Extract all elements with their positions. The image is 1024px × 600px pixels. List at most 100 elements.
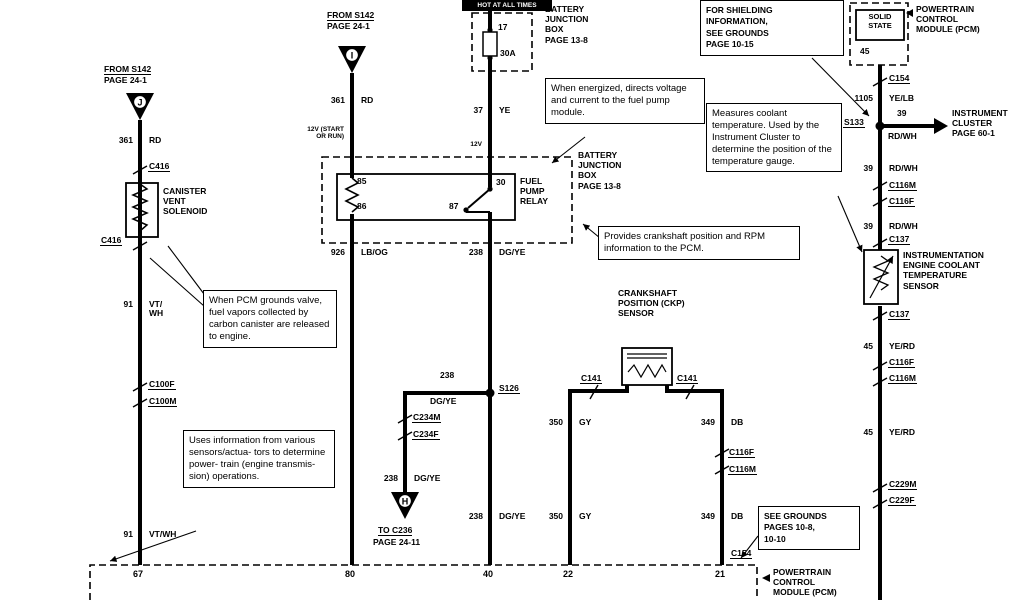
- pcm-bottom-enclosure: [89, 564, 758, 600]
- fuse-pin-label: 17: [498, 22, 508, 32]
- connector-c229m: C229M: [888, 479, 918, 491]
- ckp-internals: [627, 353, 667, 379]
- solid-state-box: [855, 9, 905, 41]
- fuse-symbol: [482, 27, 498, 61]
- pcm-top-pointer-icon: [906, 9, 913, 17]
- wire-color: RD: [149, 135, 162, 145]
- callout-energized: When energized, directs voltage and curr…: [545, 78, 705, 124]
- wire-color: DG/YE: [414, 473, 441, 483]
- connector-c100m: C100M: [148, 396, 178, 408]
- wire-39-ic-num: 39: [897, 108, 907, 118]
- relay-pin-86-label: 86: [357, 201, 367, 211]
- connector-c154-bottom: C154: [730, 548, 753, 560]
- pcm-top-label: POWERTRAIN CONTROL MODULE (PCM): [916, 4, 980, 35]
- ckp-sensor-box: [621, 347, 673, 386]
- callout-see-grounds: SEE GROUNDS PAGES 10-8, 10-10: [758, 506, 860, 551]
- wire-num: 238: [468, 511, 483, 521]
- splice-s126-dot: [485, 388, 495, 398]
- pcm-pin-45: 45: [860, 46, 870, 56]
- relay-pin-30-label: 30: [496, 177, 506, 187]
- from-s142-left-line1: FROM S142: [104, 64, 152, 76]
- connector-c116m-right: C116M: [888, 180, 917, 192]
- fuel-pump-relay-box: [336, 173, 516, 221]
- wire-num: 238: [468, 247, 483, 257]
- 12v-label: 12V: [470, 141, 482, 148]
- battery-junction-box-relay-label: BATTERY JUNCTION BOX PAGE 13-8: [578, 150, 622, 191]
- fuse-amps-label: 30A: [500, 48, 516, 58]
- wire-color: DG/YE: [499, 511, 526, 521]
- pcm-top-enclosure: [849, 2, 909, 66]
- wire-num: 349: [700, 417, 715, 427]
- relay-pin-85-label: 85: [357, 176, 367, 186]
- wire-color: RD/WH: [889, 163, 918, 173]
- from-s142-mid-line2: PAGE 24-1: [327, 21, 370, 31]
- battery-junction-box-top-label: BATTERY JUNCTION BOX PAGE 13-8: [545, 4, 589, 45]
- connector-c234f: C234F: [412, 429, 440, 441]
- callout-ckp-info: Provides crankshaft position and RPM inf…: [598, 226, 800, 260]
- solenoid-coil: [131, 183, 149, 232]
- relay-pin-87-label: 87: [449, 201, 459, 211]
- solid-state-label: SOLID STATE: [868, 12, 892, 31]
- to-c236-line2: PAGE 24-11: [373, 537, 421, 547]
- wire-num: 45: [863, 427, 873, 437]
- instrument-cluster-arrow-icon: [934, 118, 948, 134]
- relay-internals: [344, 177, 493, 213]
- connector-c116m-ckp: C116M: [728, 464, 757, 476]
- wire-color: RD: [361, 95, 374, 105]
- wire-color: YE: [499, 105, 511, 115]
- callout-pcm-grounds: When PCM grounds valve, fuel vapors coll…: [203, 290, 337, 348]
- wire-color: DB: [731, 417, 744, 427]
- connector-c416-top: C416: [148, 161, 171, 173]
- wire-num: 350: [548, 511, 563, 521]
- page-arrows: J I H: [126, 9, 948, 582]
- pcm-pin-22: 22: [562, 569, 574, 579]
- wire-color: YE/LB: [889, 93, 915, 103]
- relay-enclosure: [321, 156, 573, 244]
- wire-num: 39: [863, 163, 873, 173]
- pcm-pin-67: 67: [132, 569, 144, 579]
- connector-c116f-ckp: C116F: [728, 447, 756, 459]
- pcm-bottom-label: POWERTRAIN CONTROL MODULE (PCM): [773, 567, 837, 598]
- pcm-pin-40: 40: [482, 569, 494, 579]
- connector-c116f-right2: C116F: [888, 357, 916, 369]
- from-s142-left-line2: PAGE 24-1: [104, 75, 147, 85]
- wire-color: VT/ WH: [149, 299, 164, 319]
- thermistor-symbol: [869, 255, 894, 299]
- pcm-bottom-pointer-icon: [762, 574, 770, 582]
- wire-num: 361: [330, 95, 345, 105]
- wire-color: GY: [579, 417, 592, 427]
- wire-color: DG/YE: [499, 247, 526, 257]
- component-boxes: [125, 9, 905, 386]
- canister-vent-solenoid-label: CANISTER VENT SOLENOID: [163, 186, 208, 217]
- instrument-cluster-label: INSTRUMENT CLUSTER PAGE 60-1: [952, 108, 1008, 139]
- canister-vent-solenoid-box: [125, 182, 159, 238]
- connector-c116m-right2: C116M: [888, 373, 917, 385]
- connector-c137-bottom: C137: [888, 309, 911, 321]
- connector-c116f-right: C116F: [888, 196, 916, 208]
- connector-c137-top: C137: [888, 234, 911, 246]
- arrow-i-letter: I: [351, 51, 354, 61]
- coolant-sensor-label: INSTRUMENTATION ENGINE COOLANT TEMPERATU…: [903, 250, 984, 291]
- wire-color: RD/WH: [889, 221, 918, 231]
- wire-num: 238: [383, 473, 398, 483]
- connector-c229f: C229F: [888, 495, 916, 507]
- wire-num: 45: [863, 341, 873, 351]
- wire-color: GY: [579, 511, 592, 521]
- wire-238-branch-color: DG/YE: [430, 396, 457, 406]
- wire-color: DB: [731, 511, 744, 521]
- from-s142-mid-line1: FROM S142: [327, 10, 375, 22]
- connector-c141-right: C141: [676, 373, 699, 385]
- 12v-start-or-run-label: 12V (START OR RUN): [307, 126, 344, 140]
- arrow-j-letter: J: [137, 98, 142, 108]
- wire-color: VT/WH: [149, 529, 177, 539]
- wire-num: 39: [863, 221, 873, 231]
- connector-c100f: C100F: [148, 379, 176, 391]
- callout-pointers: [109, 57, 870, 562]
- splice-s133-label: S133: [843, 117, 865, 129]
- pcm-pin-21: 21: [714, 569, 726, 579]
- wire-num: 350: [548, 417, 563, 427]
- splice-s133-dot: [875, 121, 885, 131]
- arrow-h-letter: H: [402, 497, 409, 507]
